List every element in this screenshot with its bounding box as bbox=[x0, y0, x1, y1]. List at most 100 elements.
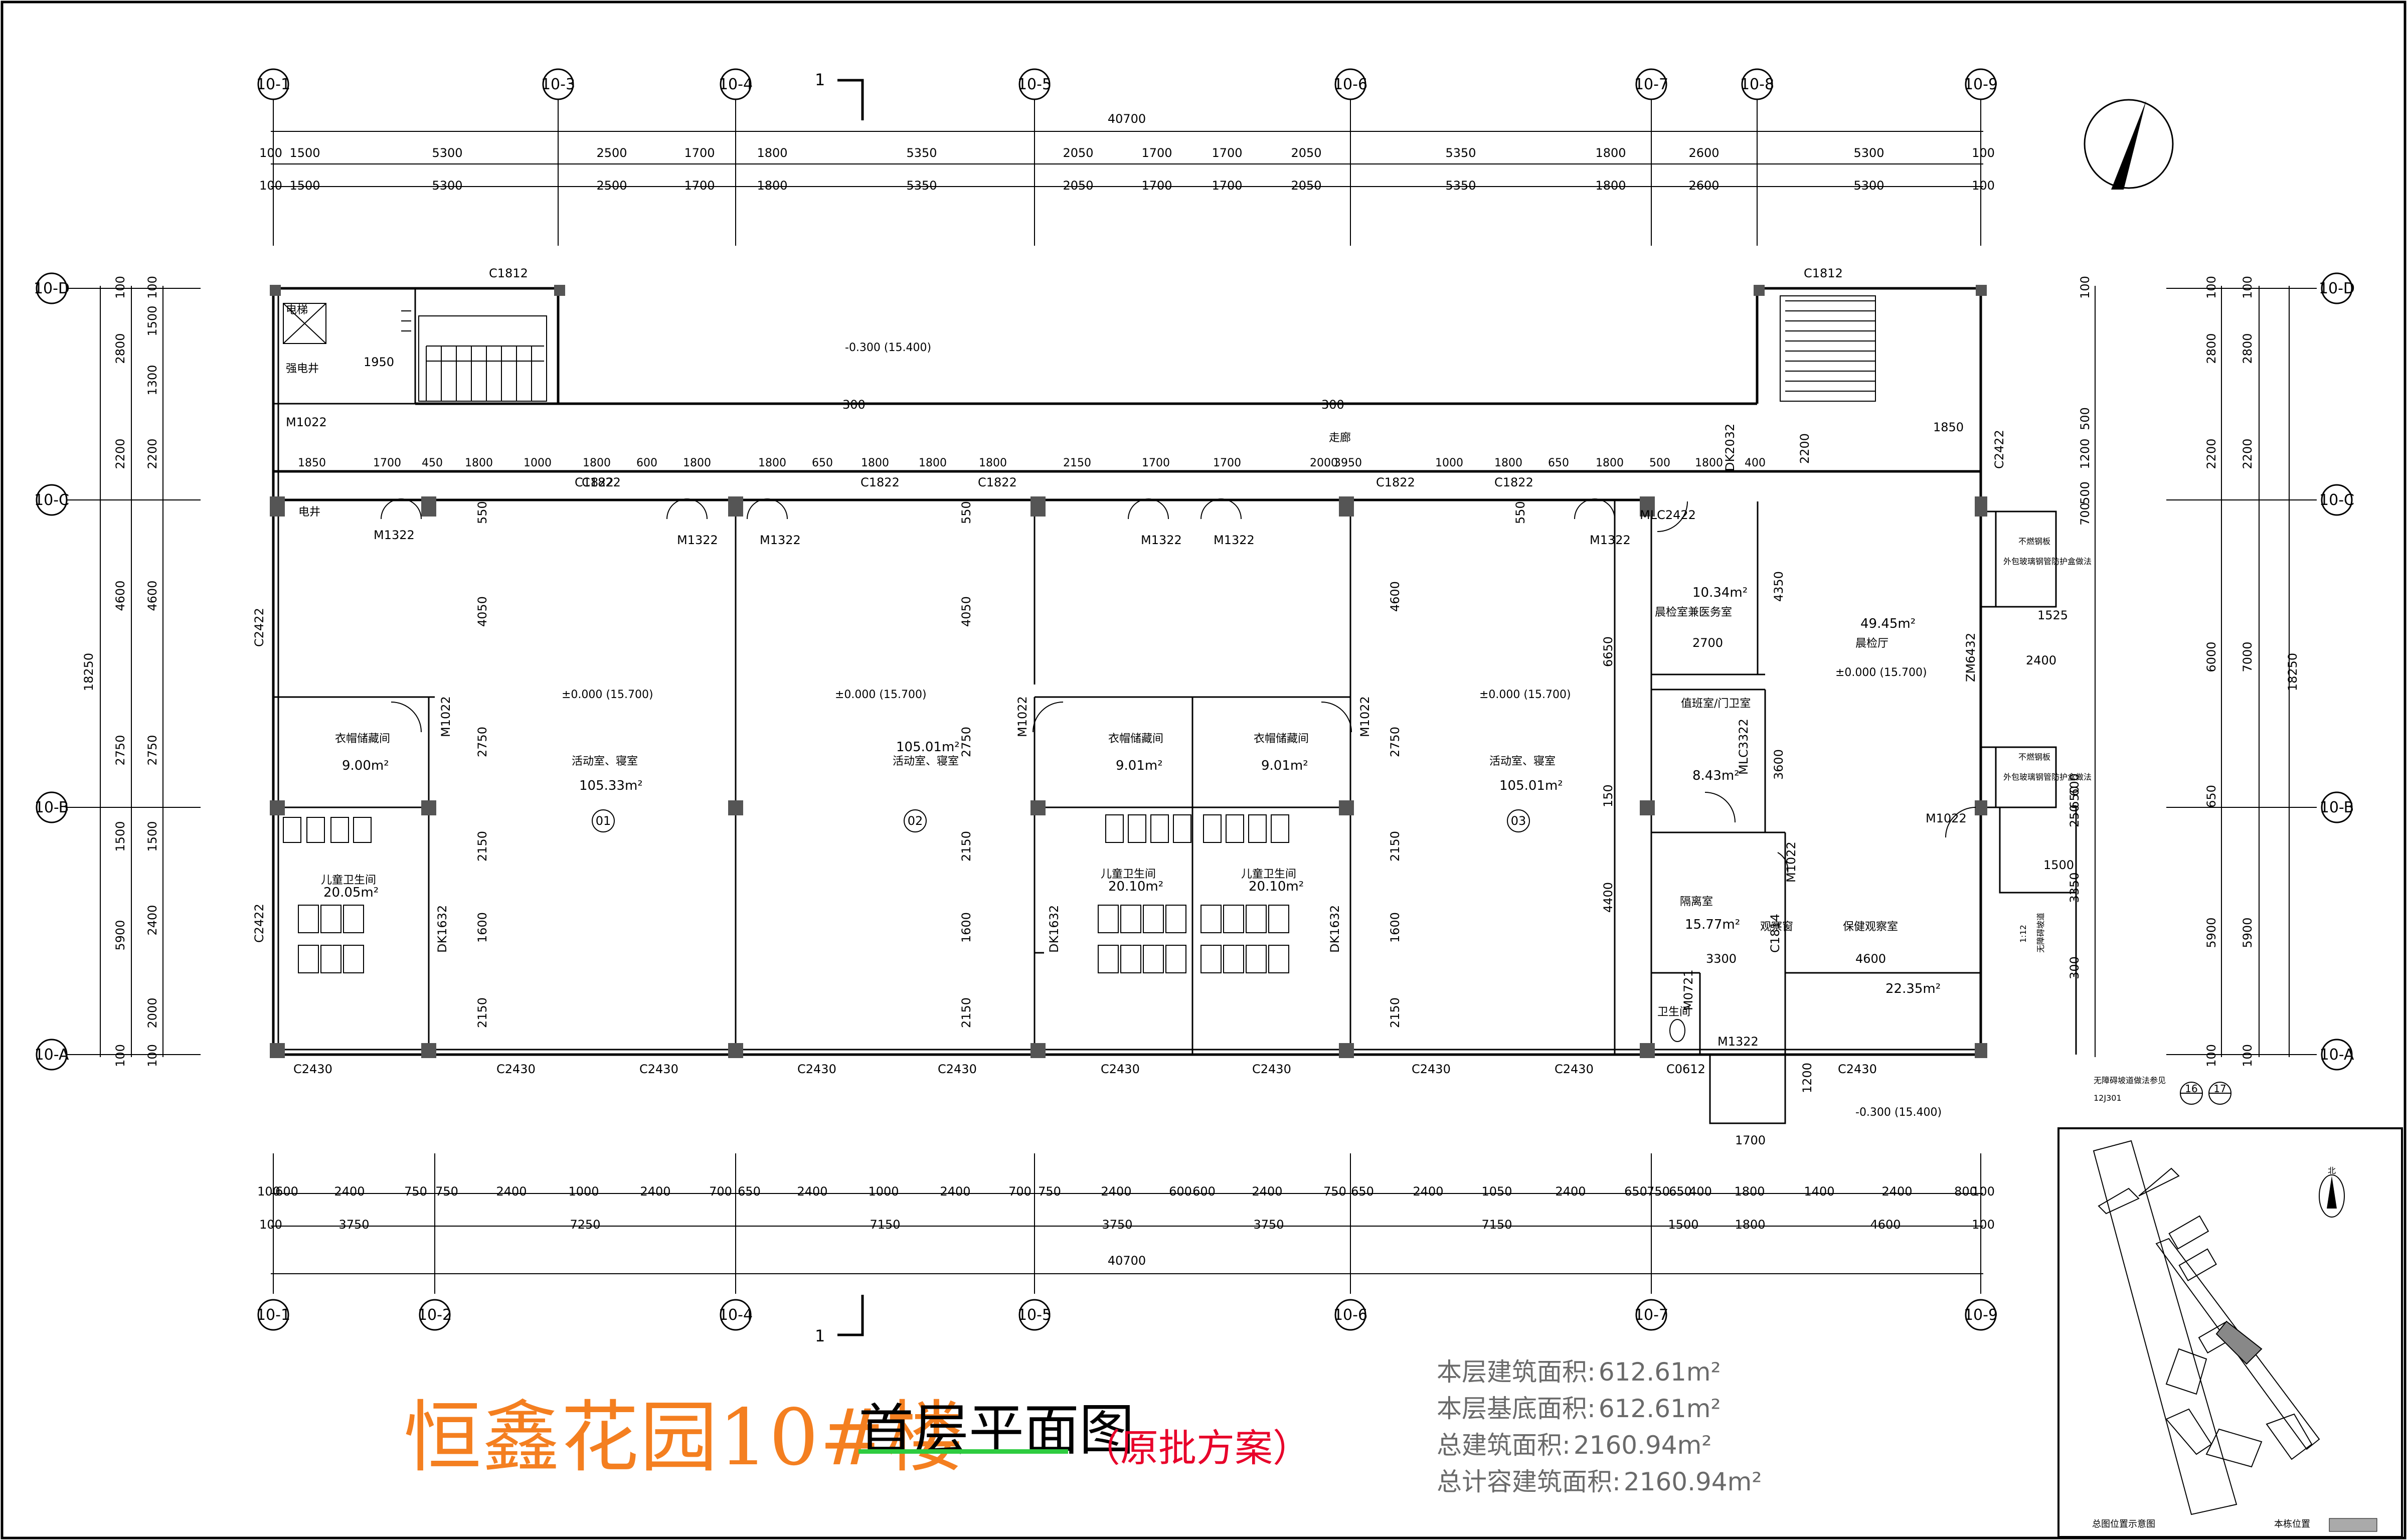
bottom-total-dim: 40700 bbox=[1108, 1254, 1146, 1268]
svg-text:C2422: C2422 bbox=[252, 608, 266, 647]
svg-text:外包玻璃钢管防护盒做法: 外包玻璃钢管防护盒做法 bbox=[2003, 772, 2092, 782]
svg-text:2600: 2600 bbox=[1688, 146, 1719, 160]
svg-text:2400: 2400 bbox=[1881, 1184, 1912, 1199]
svg-text:1500: 1500 bbox=[113, 821, 127, 851]
svg-text:4350: 4350 bbox=[1772, 571, 1786, 602]
svg-text:1700: 1700 bbox=[1212, 146, 1242, 160]
svg-text:7000: 7000 bbox=[2241, 641, 2255, 672]
svg-text:C2430: C2430 bbox=[1555, 1062, 1594, 1076]
area-row: 总计容建筑面积:2160.94m² bbox=[1437, 1464, 1765, 1500]
axis-top-7: 10-8 bbox=[1740, 76, 1774, 93]
svg-text:1800: 1800 bbox=[683, 457, 711, 469]
svg-text:1300: 1300 bbox=[145, 365, 159, 395]
svg-text:600: 600 bbox=[1169, 1184, 1192, 1199]
svg-text:C2430: C2430 bbox=[639, 1062, 678, 1076]
area-summary: 本层建筑面积:612.61m² 本层基底面积:612.61m² 总建筑面积:21… bbox=[1437, 1354, 1765, 1500]
svg-text:16: 16 bbox=[2185, 1083, 2197, 1095]
svg-text:100: 100 bbox=[259, 1218, 282, 1232]
svg-text:12J301: 12J301 bbox=[2094, 1093, 2122, 1103]
columns bbox=[270, 285, 1987, 1058]
interior-walls bbox=[273, 288, 2077, 1124]
svg-text:M1322: M1322 bbox=[1214, 533, 1255, 547]
svg-text:1400: 1400 bbox=[1804, 1184, 1834, 1199]
svg-text:750: 750 bbox=[435, 1184, 458, 1199]
axis-bottom-2: 10-2 bbox=[418, 1306, 452, 1324]
svg-text:1800: 1800 bbox=[757, 179, 787, 193]
svg-text:100: 100 bbox=[145, 1044, 159, 1067]
svg-text:500: 500 bbox=[1649, 457, 1670, 469]
svg-text:2150: 2150 bbox=[1388, 831, 1402, 862]
subtitle-underline bbox=[858, 1449, 1068, 1454]
svg-text:C0612: C0612 bbox=[1666, 1062, 1705, 1076]
svg-text:4600: 4600 bbox=[1855, 952, 1886, 966]
svg-text:250: 250 bbox=[2068, 804, 2082, 827]
svg-text:20.10m²: 20.10m² bbox=[1108, 879, 1163, 894]
svg-text:2400: 2400 bbox=[1101, 1184, 1131, 1199]
svg-text:1800: 1800 bbox=[1494, 457, 1522, 469]
door-swings bbox=[381, 498, 1976, 873]
svg-text:150: 150 bbox=[1601, 784, 1615, 807]
svg-text:活动室、寝室: 活动室、寝室 bbox=[572, 755, 638, 768]
svg-text:ZM6432: ZM6432 bbox=[1964, 633, 1978, 682]
svg-text:C2422: C2422 bbox=[252, 904, 266, 943]
svg-text:C2422: C2422 bbox=[1992, 430, 2006, 469]
svg-text:1000: 1000 bbox=[568, 1184, 599, 1199]
svg-text:2400: 2400 bbox=[797, 1184, 827, 1199]
svg-text:不燃钢板: 不燃钢板 bbox=[2018, 537, 2050, 546]
svg-text:49.45m²: 49.45m² bbox=[1860, 616, 1916, 631]
top-dimension-lines bbox=[271, 131, 1983, 187]
svg-text:100: 100 bbox=[2241, 1044, 2255, 1067]
level-labels: ±0.000 (15.700) ±0.000 (15.700) ±0.000 (… bbox=[562, 341, 1942, 1119]
drawing-title: 恒鑫花园10#楼 bbox=[404, 1392, 965, 1483]
svg-text:300: 300 bbox=[842, 398, 866, 412]
svg-text:电井: 电井 bbox=[298, 506, 320, 519]
svg-text:卫生间: 卫生间 bbox=[1657, 1006, 1690, 1018]
svg-text:M1322: M1322 bbox=[677, 533, 718, 547]
svg-text:1850: 1850 bbox=[1933, 420, 1964, 434]
svg-text:1000: 1000 bbox=[868, 1184, 899, 1199]
svg-text:100: 100 bbox=[2204, 1044, 2218, 1067]
axis-bottom-4: 10-5 bbox=[1017, 1306, 1052, 1324]
svg-text:2750: 2750 bbox=[1388, 727, 1402, 757]
svg-text:1000: 1000 bbox=[1435, 457, 1463, 469]
svg-text:C1822: C1822 bbox=[861, 475, 900, 489]
axis-labels: 10-1 10-3 10-4 10-5 10-6 10-7 10-8 10-9 … bbox=[34, 76, 2355, 1324]
svg-text:700: 700 bbox=[1008, 1184, 1031, 1199]
svg-text:5900: 5900 bbox=[2204, 917, 2218, 948]
svg-text:1200: 1200 bbox=[1800, 1063, 1814, 1093]
left-dimension-lines bbox=[100, 286, 163, 1057]
svg-text:值班室/门卫室: 值班室/门卫室 bbox=[1681, 698, 1751, 710]
drawing-note: （原批方案） bbox=[1082, 1426, 1311, 1470]
axis-top-8: 10-9 bbox=[1964, 76, 1998, 93]
svg-text:1700: 1700 bbox=[1213, 457, 1241, 469]
axis-bottom-7: 10-9 bbox=[1964, 1306, 1998, 1324]
section-marks bbox=[837, 79, 864, 1336]
inset-site-plan bbox=[2057, 1127, 2403, 1538]
svg-text:500: 500 bbox=[2078, 407, 2092, 430]
exterior-walls bbox=[272, 287, 1982, 1056]
svg-text:C2430: C2430 bbox=[938, 1062, 977, 1076]
right-dim-mid: 100 500 1200 500 700 600 650 250 3350 30… bbox=[2068, 276, 2092, 979]
right-total-dim: 18250 bbox=[2286, 653, 2300, 691]
svg-text:2400: 2400 bbox=[1413, 1184, 1443, 1199]
svg-text:-0.300 (15.400): -0.300 (15.400) bbox=[1855, 1106, 1942, 1119]
svg-text:750: 750 bbox=[1647, 1184, 1670, 1199]
svg-text:1700: 1700 bbox=[1142, 457, 1170, 469]
svg-text:C1822: C1822 bbox=[1494, 475, 1533, 489]
svg-text:M1022: M1022 bbox=[1926, 811, 1967, 825]
svg-text:15.77m²: 15.77m² bbox=[1685, 917, 1740, 932]
svg-text:电梯: 电梯 bbox=[286, 304, 308, 316]
svg-text:2400: 2400 bbox=[940, 1184, 970, 1199]
svg-text:M1022: M1022 bbox=[1784, 841, 1798, 883]
svg-text:2400: 2400 bbox=[496, 1184, 527, 1199]
svg-text:100: 100 bbox=[259, 179, 282, 193]
svg-text:C2430: C2430 bbox=[1252, 1062, 1291, 1076]
svg-text:4600: 4600 bbox=[1388, 581, 1402, 612]
svg-text:100: 100 bbox=[2241, 276, 2255, 299]
svg-text:C2430: C2430 bbox=[1838, 1062, 1877, 1076]
svg-text:3600: 3600 bbox=[1772, 749, 1786, 780]
